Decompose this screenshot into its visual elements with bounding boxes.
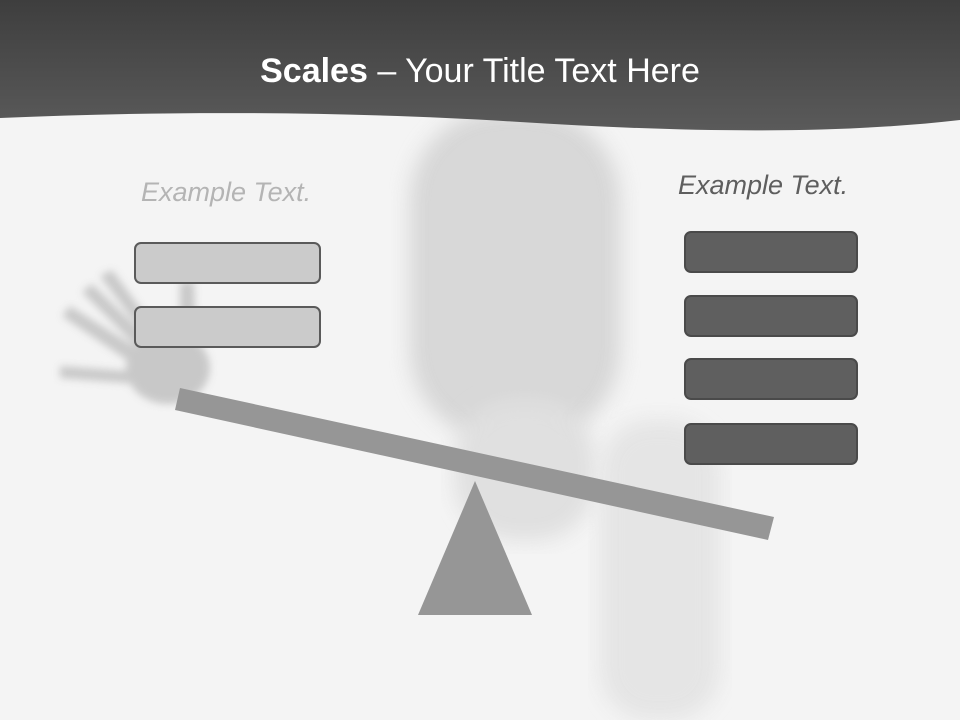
title-strong: Scales: [260, 52, 368, 90]
header-band: [0, 0, 960, 131]
right-text-box-3: [684, 358, 858, 400]
title-rest: – Your Title Text Here: [367, 52, 700, 90]
right-text-box-2: [684, 295, 858, 337]
left-example-label: Example Text.: [141, 177, 312, 207]
fulcrum-triangle: [418, 481, 532, 615]
page-title: Scales – Your Title Text Here: [0, 52, 960, 91]
left-text-box-1: [134, 242, 321, 284]
scale-beam: [175, 388, 774, 540]
right-text-box-1: [684, 231, 858, 273]
right-example-label: Example Text.: [678, 170, 849, 200]
silhouette-shadow: [410, 110, 720, 720]
left-text-box-2: [134, 306, 321, 348]
right-text-box-4: [684, 423, 858, 465]
